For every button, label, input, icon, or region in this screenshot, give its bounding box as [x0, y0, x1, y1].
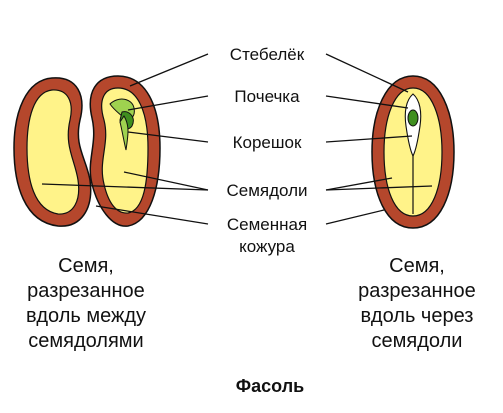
label-root: Корешок — [233, 133, 302, 152]
leader-bud-right — [325, 95, 409, 109]
label-cotyledons: Семядоли — [226, 181, 307, 200]
leader-seed-coat-right — [325, 209, 385, 225]
diagram-title: Фасоль — [236, 376, 304, 396]
left-seed — [13, 75, 161, 227]
caption-left-line4: семядолями — [28, 330, 143, 352]
caption-right-line4: семядоли — [372, 330, 463, 352]
leader-root-left — [127, 131, 209, 143]
caption-right: Семя, разрезанное вдоль через семядоли — [358, 255, 476, 352]
leader-stem-left — [129, 53, 209, 87]
label-bud: Почечка — [234, 87, 300, 106]
left-cotyledon-left-half — [26, 89, 80, 215]
label-seed-coat-line1: Семенная — [227, 215, 307, 234]
leader-root-right — [325, 135, 413, 143]
leader-bud-left — [127, 95, 209, 111]
caption-right-line3: вдоль через — [361, 305, 474, 327]
caption-left-line3: вдоль между — [26, 305, 146, 327]
left-embryo-root — [119, 115, 129, 151]
caption-right-line1: Семя, — [389, 255, 445, 277]
leader-cotyledon-right-1 — [325, 177, 393, 191]
leader-stem-right — [325, 53, 409, 93]
leader-cotyledon-left-1 — [41, 183, 209, 191]
leader-seed-coat-left — [95, 205, 209, 225]
right-embryo-bud — [407, 109, 419, 127]
caption-left-line1: Семя, — [58, 255, 114, 277]
caption-left-line2: разрезанное — [27, 280, 145, 302]
part-labels: Стебелёк Почечка Корешок Семядоли Семенн… — [226, 45, 307, 256]
right-seed — [371, 75, 455, 229]
label-stem: Стебелёк — [230, 45, 305, 64]
leader-cotyledon-right-2 — [325, 185, 433, 191]
leader-lines — [41, 53, 433, 225]
caption-right-line2: разрезанное — [358, 280, 476, 302]
leader-cotyledon-left-2 — [123, 171, 209, 191]
label-seed-coat-line2: кожура — [239, 237, 295, 256]
caption-left: Семя, разрезанное вдоль между семядолями — [26, 255, 146, 352]
